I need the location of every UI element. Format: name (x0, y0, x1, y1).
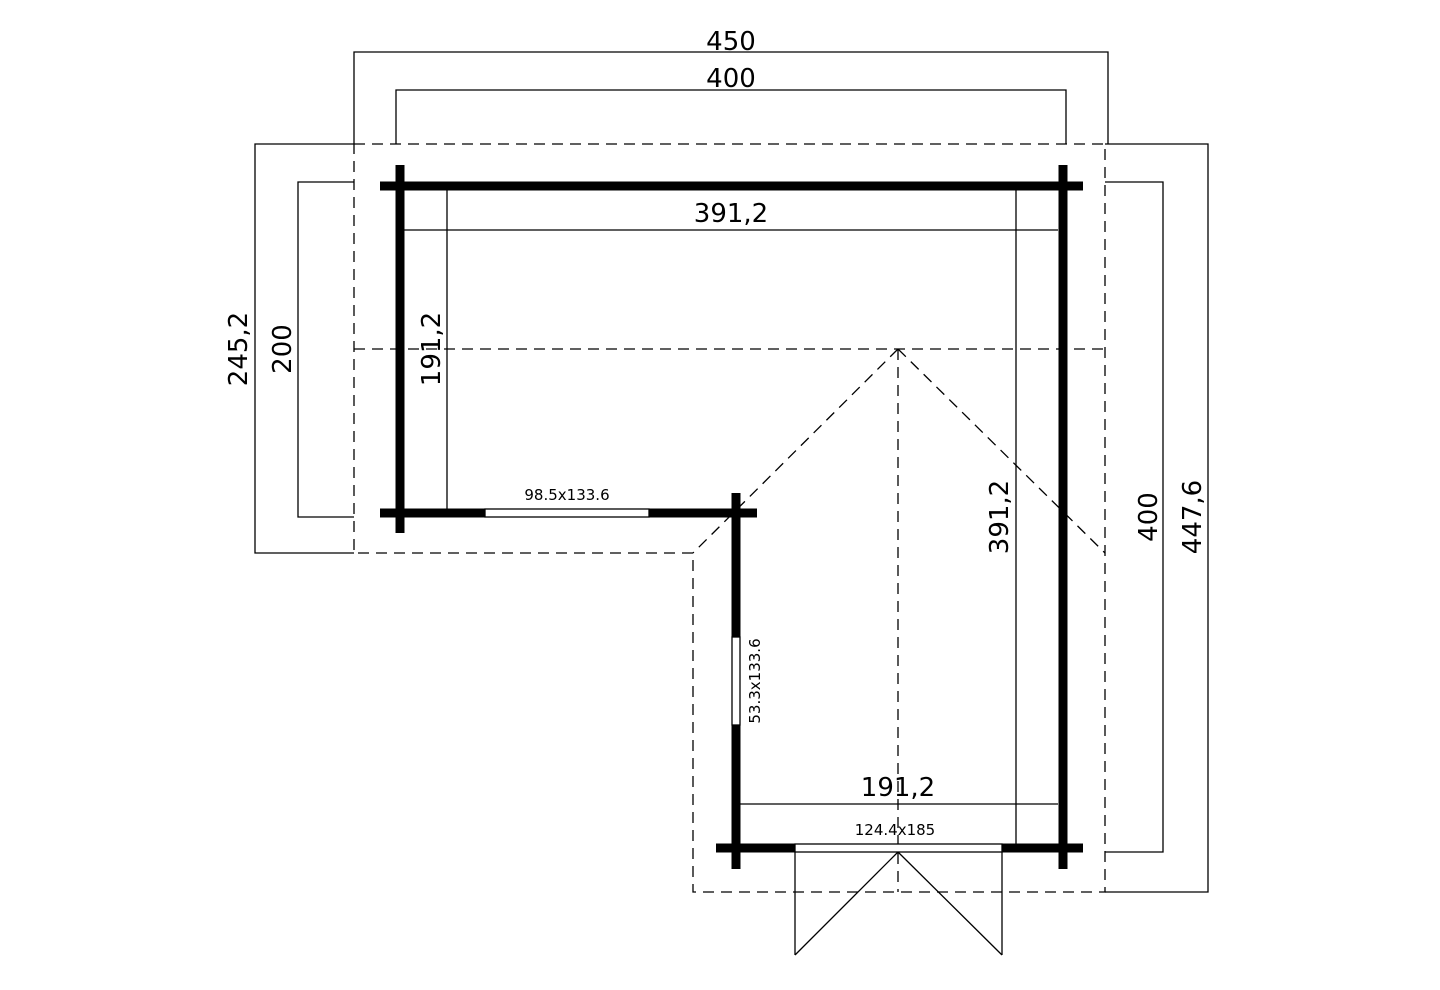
dim-left-depth-inner: 200 (268, 324, 298, 374)
door-swing (794, 851, 1003, 956)
dim-right-interior-depth: 391,2 (985, 480, 1015, 554)
dim-left-depth-outer: 245,2 (224, 312, 254, 386)
dim-overall-width-inner: 400 (706, 64, 756, 94)
dim-interior-top-width: 391,2 (694, 199, 768, 229)
roof-outline (353, 143, 1106, 893)
interior-lines (404, 186, 1058, 848)
dimension-lines (254, 51, 1209, 893)
label-door: 124.4x185 (855, 821, 935, 839)
dim-left-wing-interior: 191,2 (417, 312, 447, 386)
door-opening (794, 843, 1003, 853)
dim-front-interior-width: 191,2 (861, 773, 935, 803)
dim-right-depth-outer: 447,6 (1178, 480, 1208, 554)
dim-overall-width-outer: 450 (706, 27, 756, 57)
label-window-upper: 98.5x133.6 (524, 486, 609, 504)
label-window-side: 53.3x133.6 (746, 638, 764, 723)
window-upper (484, 508, 650, 518)
window-side (731, 636, 741, 726)
dim-right-depth-inner: 400 (1134, 492, 1164, 542)
